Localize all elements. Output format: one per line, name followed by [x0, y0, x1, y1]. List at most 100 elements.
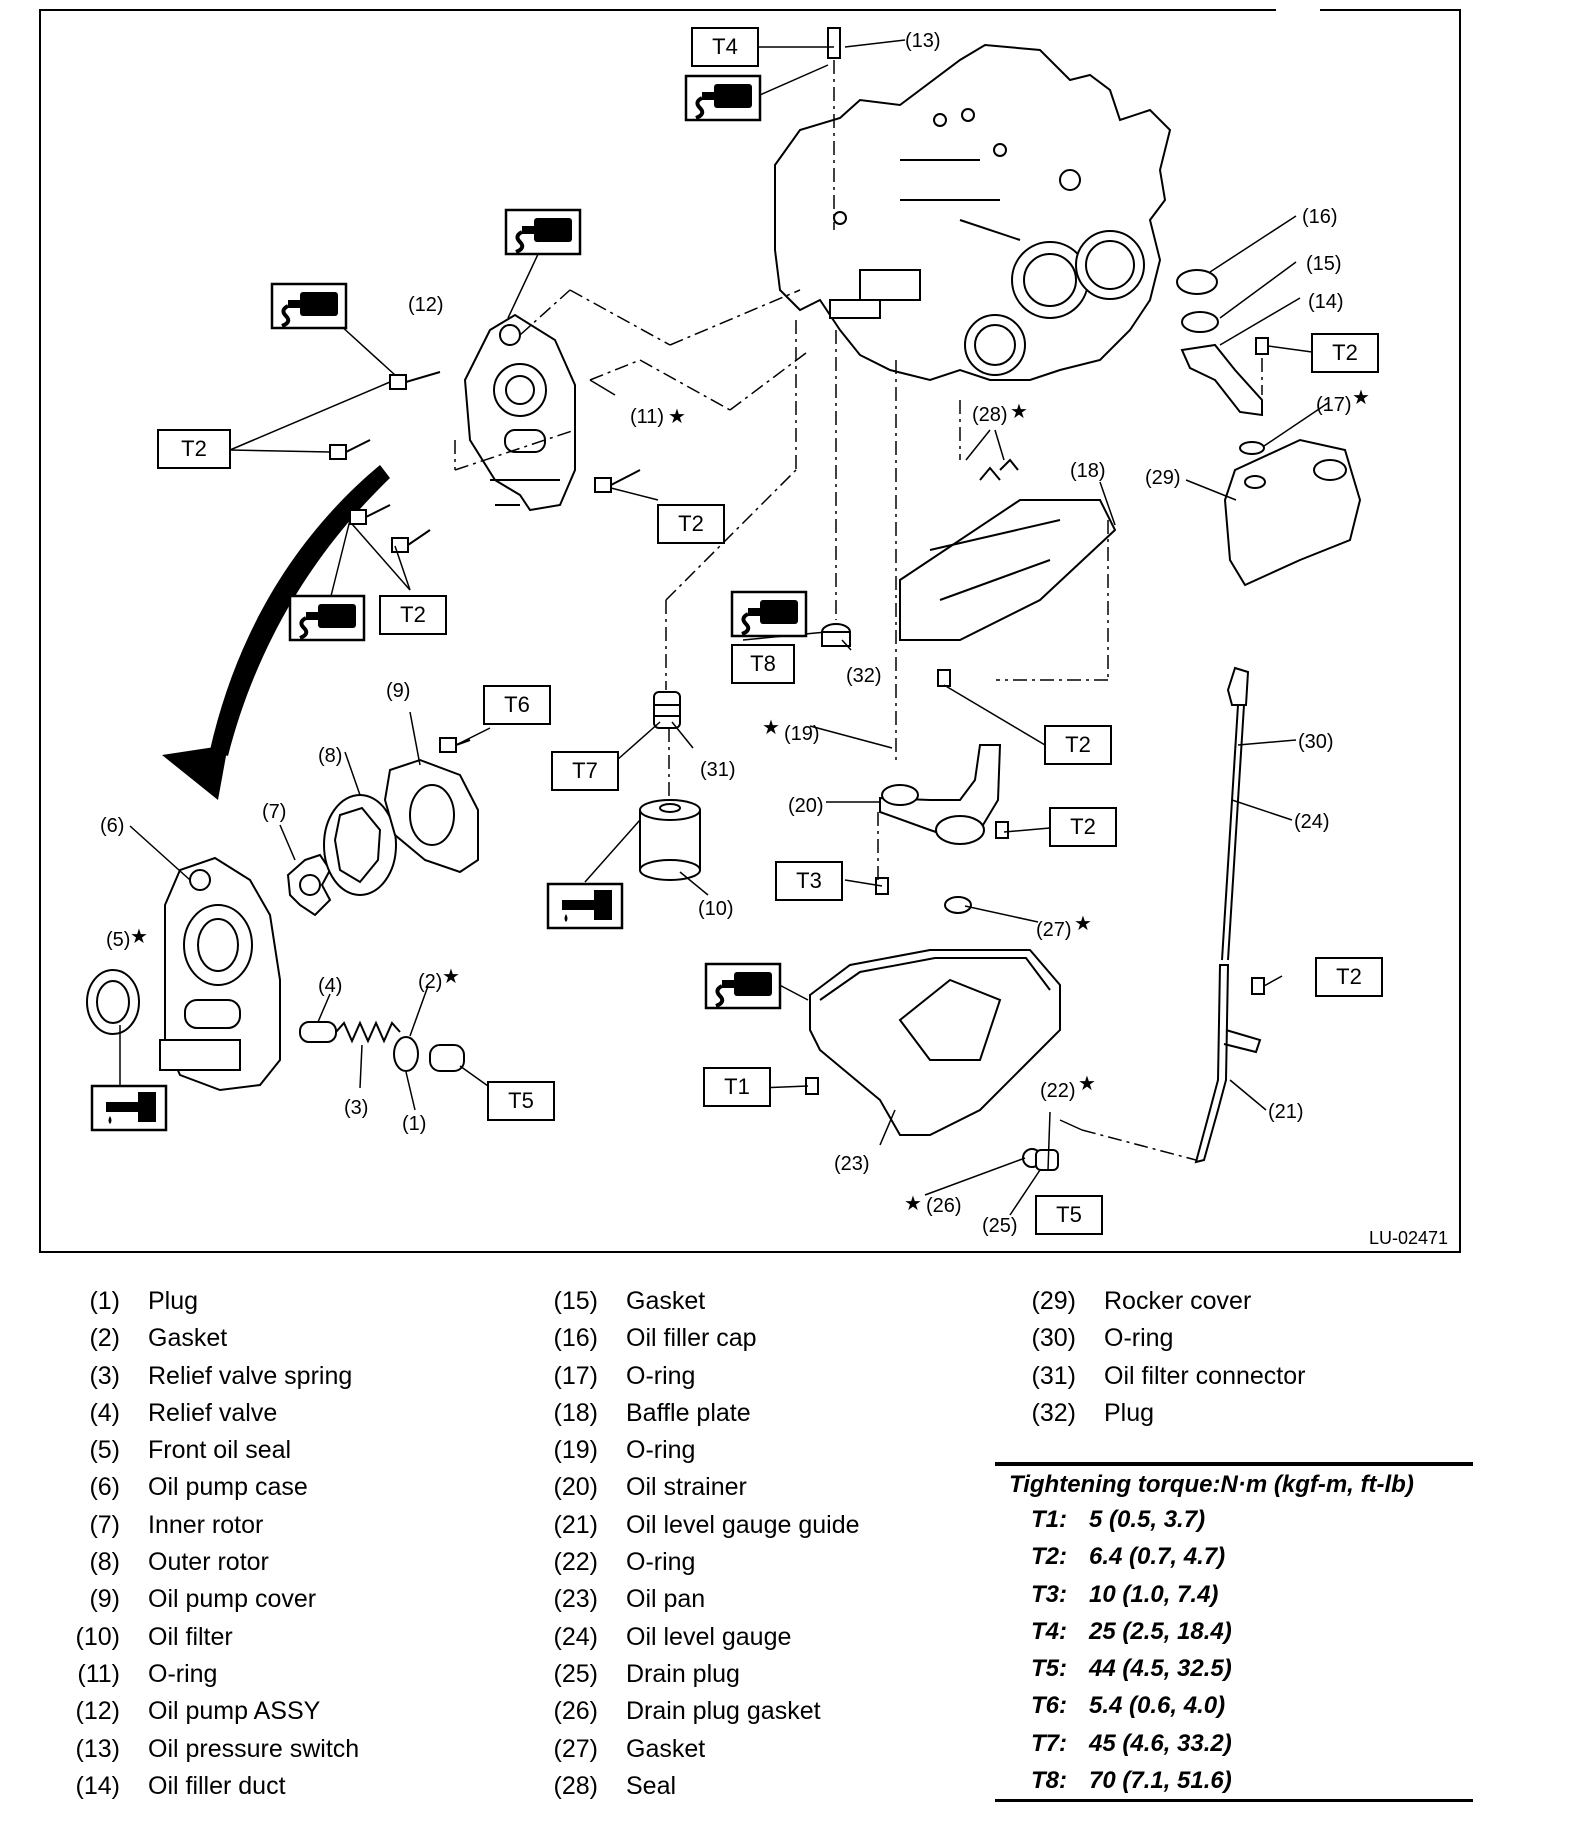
torque-key: T8:: [1031, 1767, 1067, 1795]
torque-tag-t4: T4: [691, 27, 759, 67]
legend-item-name: Rocker cover: [1104, 1287, 1252, 1315]
legend-item: (9)Oil pump cover: [40, 1581, 359, 1618]
torque-tags: T4 T2 T2 T2 T6 T7 T8 T2 T2 T3 T1 T5 T5 T…: [157, 27, 1383, 1235]
legend-item-number: (16): [553, 1324, 598, 1353]
callout-7: (7): [262, 801, 286, 823]
torque-row: T2:6.4 (0.7, 4.7): [995, 1538, 1473, 1575]
legend-item-name: O-ring: [148, 1659, 218, 1688]
callout-24: (24): [1294, 811, 1330, 833]
oil-filler-group: [1176, 269, 1265, 455]
legend-item-number: (28): [553, 1771, 598, 1800]
callout-12: (12): [408, 294, 444, 316]
legend-item-number: (2): [89, 1324, 120, 1353]
legend-item: (2)Gasket: [40, 1320, 359, 1357]
legend-item-number: (17): [553, 1361, 598, 1390]
torque-key: T7:: [1031, 1729, 1067, 1757]
legend-item-number: (31): [1031, 1361, 1076, 1390]
legend-item: (30) O-ring: [996, 1320, 1305, 1357]
torque-tag-t2-gauge: T2: [1315, 957, 1383, 997]
legend-item-name: Oil level gauge: [626, 1622, 792, 1651]
legend-item-name: Front oil seal: [148, 1436, 292, 1465]
callout-15: (15): [1306, 253, 1342, 275]
legend-item: (19) O-ring: [518, 1432, 860, 1469]
callout-11: (11): [630, 406, 664, 428]
rocker-cover: [1223, 438, 1362, 587]
callout-8: (8): [318, 745, 342, 767]
torque-key: T4:: [1031, 1617, 1067, 1645]
callout-17-star: ★: [1352, 387, 1370, 409]
legend-item-name: Oil pump cover: [148, 1585, 317, 1614]
torque-key: T5:: [1031, 1655, 1067, 1683]
legend-item: (13)Oil pressure switch: [40, 1731, 360, 1768]
legend-column-1: (1)Plug(2)Gasket(3)Relief valve spring(4…: [40, 1283, 360, 1805]
callout-9: (9): [386, 680, 410, 702]
inner-rotor: [286, 853, 332, 917]
legend-item-number: (30): [1031, 1324, 1076, 1353]
legend-item-name: Inner rotor: [148, 1510, 264, 1539]
callout-28: (28): [972, 404, 1008, 426]
legend-item: (3)Relief valve spring: [40, 1358, 359, 1395]
legend-item: (11)O-ring: [40, 1656, 359, 1693]
legend-item-number: (24): [553, 1622, 598, 1651]
legend-item-name: Oil pressure switch: [148, 1734, 360, 1763]
oil-level-gauge-guide: [1194, 964, 1262, 1164]
legend-item: (26)Drain plug gasket: [518, 1693, 860, 1730]
legend-item: (24) Oil level gauge: [518, 1619, 860, 1656]
callout-13: (13): [905, 30, 941, 52]
torque-tag-t2-filler: T2: [1311, 333, 1379, 373]
legend-item: (12)Oil pump ASSY: [40, 1693, 359, 1730]
legend-item-number: (12): [75, 1697, 120, 1726]
callout-19: (19): [784, 723, 820, 745]
legend-item-name: O-ring: [626, 1361, 696, 1390]
callout-6: (6): [100, 815, 124, 837]
torque-row: T8:70 (7.1, 51.6): [995, 1762, 1473, 1799]
torque-key: T3:: [1031, 1580, 1067, 1608]
callout-1: (1): [402, 1113, 426, 1135]
legend-item: (28)Seal: [518, 1768, 860, 1805]
callout-11-star: ★: [668, 406, 686, 428]
legend-item-number: (19): [553, 1436, 598, 1465]
oil-strainer: [879, 744, 1002, 845]
legend-item-number: (21): [553, 1510, 598, 1539]
torque-row: T4: 25 (2.5, 18.4): [995, 1613, 1473, 1650]
oil-pump-case: [159, 856, 281, 1092]
legend-item: (20)Oil strainer: [518, 1469, 860, 1506]
callout-14: (14): [1308, 291, 1344, 313]
legend-item-number: (4): [89, 1398, 120, 1427]
legend-item-number: (27): [553, 1734, 598, 1763]
torque-tag-t2-baffle: T2: [1044, 725, 1112, 765]
oil-level-gauge: [1221, 666, 1250, 961]
legend-item: (21)Oil level gauge guide: [518, 1507, 860, 1544]
torque-tag-t2-strainer: T2: [1049, 807, 1117, 847]
callout-30: (30): [1298, 731, 1334, 753]
torque-tag-t6: T6: [483, 685, 551, 725]
callout-5: (5): [106, 929, 130, 951]
legend-item: (22)O-ring: [518, 1544, 860, 1581]
sealant-icon: [270, 282, 348, 330]
callout-28-star: ★: [1010, 401, 1028, 423]
torque-value: 25 (2.5, 18.4): [1089, 1617, 1232, 1645]
svg-text:T2: T2: [1336, 964, 1362, 989]
callout-29: (29): [1145, 467, 1181, 489]
legend-item-name: O-ring: [1104, 1324, 1174, 1353]
callout-20: (20): [788, 795, 824, 817]
torque-tag-t8: T8: [731, 644, 795, 684]
callout-26-star: ★: [904, 1193, 922, 1215]
oil-pump-cover: [383, 758, 479, 874]
legend-item-number: (14): [75, 1771, 120, 1800]
legend-item-name: Gasket: [626, 1734, 706, 1763]
callout-27: (27): [1036, 919, 1072, 941]
torque-value: 5 (0.5, 3.7): [1089, 1506, 1206, 1533]
legend-item-number: (26): [553, 1697, 598, 1726]
svg-text:T2: T2: [1332, 340, 1358, 365]
torque-row: T6:5.4 (0.6, 4.0): [995, 1687, 1473, 1724]
torque-value: 44 (4.5, 32.5): [1089, 1655, 1232, 1683]
torque-tag-t3: T3: [775, 861, 843, 901]
callout-5-star: ★: [130, 926, 148, 948]
legend-item: (25)Drain plug: [518, 1656, 860, 1693]
callout-16: (16): [1302, 206, 1338, 228]
legend-item-name: O-ring: [626, 1436, 696, 1465]
legend-item: (5)Front oil seal: [40, 1432, 359, 1469]
torque-row: T3:10 (1.0, 7.4): [995, 1576, 1473, 1613]
callout-18: (18): [1070, 460, 1106, 482]
